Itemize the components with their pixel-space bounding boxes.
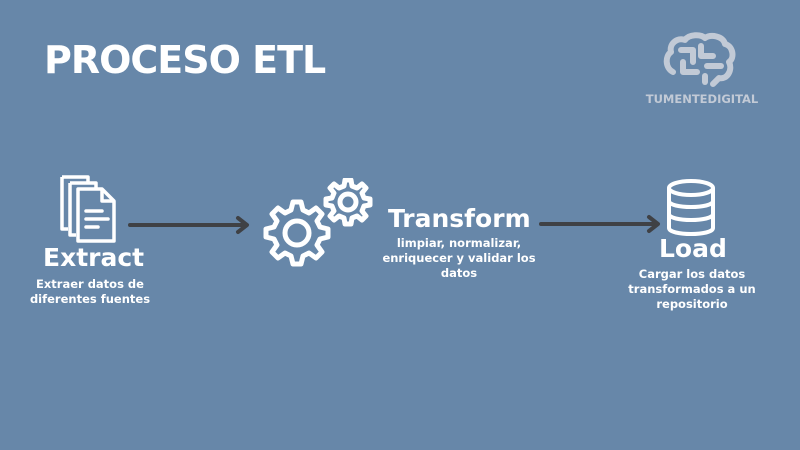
step-extract-description: Extraer datos de diferentes fuentes: [29, 277, 151, 306]
documents-icon: [58, 175, 118, 247]
gears-icon: [258, 177, 380, 280]
step-load-label: Load: [659, 234, 727, 263]
step-transform-description: limpiar, normalizar, enriquecer y valida…: [382, 236, 536, 280]
step-load-description: Cargar los datos transformados a un repo…: [628, 267, 756, 311]
step-extract-label: Extract: [43, 243, 145, 272]
step-transform-label: Transform: [388, 204, 531, 233]
arrow-extract-to-transform: [128, 215, 252, 239]
arrow-transform-to-load: [539, 214, 663, 238]
brand-name: TUMENTEDIGITAL: [645, 92, 759, 106]
page-title: PROCESO ETL: [44, 38, 326, 82]
brain-icon: [663, 32, 737, 92]
database-icon: [665, 179, 717, 241]
